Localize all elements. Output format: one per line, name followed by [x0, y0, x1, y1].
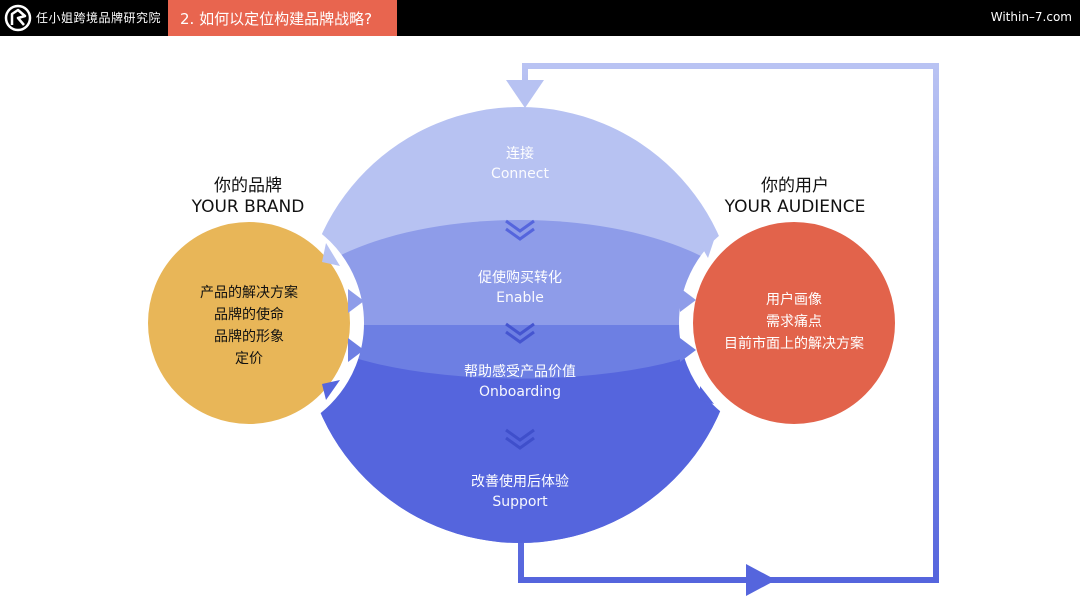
- stage-label-en: Connect: [491, 166, 549, 182]
- audience-item: 目前市面上的解决方案: [724, 336, 864, 352]
- logo-icon: [4, 4, 32, 32]
- brand-item: 产品的解决方案: [200, 285, 298, 301]
- brand-title-en: YOUR BRAND: [191, 197, 305, 217]
- arrow-right-icon: [348, 289, 364, 313]
- arrow-right-icon: [700, 240, 714, 258]
- stage-enable: 促使购买转化 Enable: [420, 268, 620, 308]
- arrow-right-icon: [680, 338, 696, 362]
- chevron-down-icon: [505, 219, 535, 241]
- loop-arrow-right-icon: [746, 564, 776, 596]
- section-title: 2. 如何以定位构建品牌战略?: [180, 10, 373, 28]
- audience-title-cn: 你的用户: [761, 176, 829, 196]
- brand-circle: [134, 208, 364, 438]
- stage-label-cn: 改善使用后体验: [471, 474, 569, 490]
- loop-connector: [518, 63, 939, 583]
- org-name: 任小姐跨境品牌研究院: [36, 11, 162, 25]
- stage-label-en: Enable: [496, 290, 544, 306]
- loop-arrow-down-icon: [506, 80, 544, 108]
- stage-support: 改善使用后体验 Support: [420, 472, 620, 512]
- chevron-down-icon: [505, 428, 535, 450]
- brand-item: 品牌的使命: [214, 307, 284, 323]
- audience-title-en: YOUR AUDIENCE: [724, 197, 866, 217]
- stage-label-cn: 连接: [506, 146, 534, 162]
- arrow-right-icon: [348, 338, 364, 362]
- arrow-right-icon: [322, 243, 340, 266]
- brand-items: 产品的解决方案 品牌的使命 品牌的形象 定价: [169, 282, 329, 370]
- section-tab: 2. 如何以定位构建品牌战略?: [168, 0, 397, 36]
- audience-item: 用户画像: [766, 292, 822, 308]
- brand-title-cn: 你的品牌: [214, 176, 282, 196]
- arrow-right-icon: [680, 288, 696, 312]
- audience-heading: 你的用户 YOUR AUDIENCE: [700, 176, 890, 218]
- brand-item: 定价: [235, 351, 263, 367]
- audience-item: 需求痛点: [766, 314, 822, 330]
- brand-item: 品牌的形象: [214, 329, 284, 345]
- site-url: Within–7.com: [990, 10, 1072, 24]
- stage-label-en: Support: [492, 494, 548, 510]
- audience-circle: [679, 208, 909, 438]
- arrow-right-icon: [322, 380, 340, 400]
- stage-label-cn: 帮助感受产品价值: [464, 364, 576, 380]
- stage-label-en: Onboarding: [479, 384, 561, 400]
- arrow-right-icon: [700, 386, 714, 404]
- stage-connect: 连接 Connect: [420, 144, 620, 184]
- audience-items: 用户画像 需求痛点 目前市面上的解决方案: [704, 289, 884, 355]
- brand-heading: 你的品牌 YOUR BRAND: [160, 176, 336, 218]
- top-bar: 任小姐跨境品牌研究院 2. 如何以定位构建品牌战略? Within–7.com: [0, 0, 1080, 36]
- stage-onboarding: 帮助感受产品价值 Onboarding: [420, 362, 620, 402]
- stage-label-cn: 促使购买转化: [478, 270, 562, 286]
- chevron-down-icon: [505, 322, 535, 344]
- band-support: [302, 325, 738, 543]
